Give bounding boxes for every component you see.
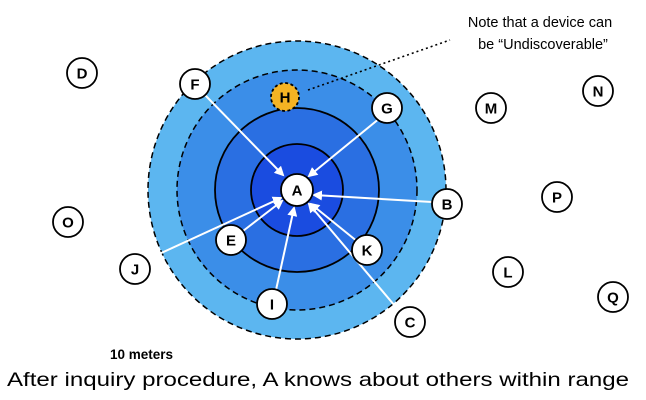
node-d: D	[66, 57, 98, 89]
node-e-label: E	[226, 233, 236, 250]
arrow-g-to-a	[307, 117, 381, 178]
node-i: I	[256, 288, 288, 320]
node-l-label: L	[503, 265, 512, 282]
node-e: E	[215, 224, 247, 256]
node-f: F	[179, 68, 211, 100]
node-o-label: O	[62, 215, 74, 232]
node-h-undiscoverable: H	[270, 82, 300, 112]
node-d-label: D	[77, 66, 88, 83]
node-c: C	[394, 306, 426, 338]
node-g-label: G	[381, 101, 393, 118]
node-l: L	[492, 256, 524, 288]
node-k-label: K	[362, 243, 373, 260]
caption: After inquiry procedure, A knows about o…	[7, 369, 629, 391]
node-p-label: P	[552, 190, 562, 207]
node-j-label: J	[131, 262, 139, 279]
node-n: N	[582, 75, 614, 107]
node-n-label: N	[593, 84, 604, 101]
nodes: A B C D E F G H I J K L M N O P Q	[52, 57, 629, 338]
note-line-2: be “Undiscoverable”	[478, 37, 608, 53]
node-k: K	[351, 234, 383, 266]
node-q-label: Q	[607, 290, 619, 307]
arrow-k-to-a	[309, 202, 359, 243]
scale-label: 10 meters	[110, 347, 173, 362]
node-a: A	[280, 173, 314, 207]
arrow-e-to-a	[242, 199, 284, 232]
note-line-1: Note that a device can	[468, 15, 612, 31]
node-b-label: B	[442, 197, 453, 214]
arrow-j-to-a	[145, 196, 283, 261]
node-m: M	[475, 92, 507, 124]
node-m-label: M	[485, 101, 498, 118]
node-b: B	[431, 188, 463, 220]
arrow-b-to-a	[312, 190, 433, 203]
node-f-label: F	[190, 77, 199, 94]
arrow-f-to-a	[204, 94, 285, 177]
node-i-label: I	[270, 297, 274, 314]
node-q: Q	[597, 281, 629, 313]
node-o: O	[52, 206, 84, 238]
note-pointer	[307, 39, 451, 91]
node-g: G	[371, 92, 403, 124]
node-p: P	[541, 181, 573, 213]
node-a-label: A	[292, 183, 303, 200]
node-j: J	[119, 253, 151, 285]
node-c-label: C	[405, 315, 416, 332]
inquiry-arrows	[145, 94, 433, 313]
arrow-i-to-a	[275, 206, 298, 291]
node-h-label: H	[280, 90, 291, 107]
